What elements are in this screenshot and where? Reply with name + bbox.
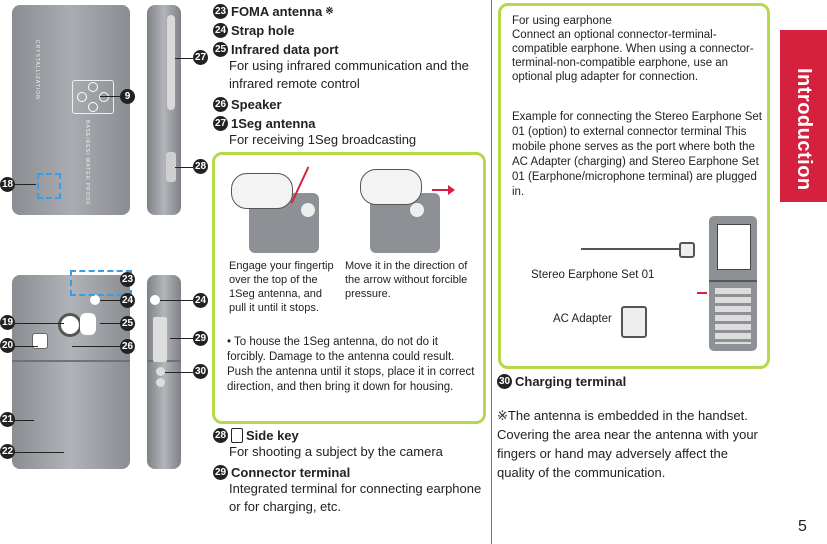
connector-arrow-icon (697, 292, 707, 294)
connection-example-paragraph: Example for connecting the Stereo Earpho… (512, 111, 762, 198)
earphone-box: For using earphone Connect an optional c… (498, 3, 770, 369)
callout-30: 30 (193, 364, 208, 379)
earphone-cable-illustration (581, 238, 691, 250)
callout-26: 26 (120, 339, 135, 354)
connector-terminal-description: Integrated terminal for connecting earph… (229, 481, 482, 514)
caption-move: Move it in the direction of the arrow wi… (345, 260, 468, 300)
callout-20: 20 (0, 338, 15, 353)
leader-line-9 (100, 96, 120, 97)
leader-line-22 (14, 452, 64, 453)
leader-line-19 (14, 323, 64, 324)
leader-line-26 (72, 346, 120, 347)
infrared-port-icon (80, 313, 96, 335)
callout-27: 27 (193, 50, 208, 65)
column-divider (491, 0, 492, 544)
leader-line-20 (14, 346, 38, 347)
callout-21: 21 (0, 412, 15, 427)
side-tab-label: Introduction (793, 68, 815, 191)
ac-adapter-icon (621, 306, 647, 338)
callout-24: 24 (120, 293, 135, 308)
stereo-earphone-label: Stereo Earphone Set 01 (531, 269, 655, 281)
1seg-antenna-description: For receiving 1Seg broadcasting (229, 132, 417, 147)
callout-24b: 24 (193, 293, 208, 308)
caption-pull: Engage your fingertip over the top of th… (229, 260, 334, 314)
callout-19: 19 (0, 315, 15, 330)
phone-back-top-illustration: CRYSTALLIZATION BASE/RESI WATER PROOF (12, 5, 130, 215)
page-number: 5 (798, 518, 807, 535)
antenna-footnote: ※The antenna is embedded in the handset.… (497, 408, 758, 480)
items-bottom-list: 28 Side key For shooting a subject by th… (213, 428, 489, 516)
callout-9: 9 (120, 89, 135, 104)
hand-pull-illustration (229, 163, 333, 255)
side-tab: Introduction (780, 30, 827, 202)
earphone-plug-icon (679, 242, 695, 258)
leader-line-18 (14, 184, 36, 185)
item-side-key: 28 Side key (213, 428, 299, 443)
infrared-port-description: For using infrared communication and the… (229, 58, 469, 91)
antenna-area-outline (37, 173, 61, 199)
leader-line-30 (165, 372, 193, 373)
phone-back-bottom-illustration (12, 270, 132, 469)
camera-lens-icon (58, 313, 82, 337)
phone-back-engraving-2: BASE/RESI WATER PROOF (84, 120, 90, 206)
callout-23: 23 (120, 272, 135, 287)
dpad-icon (72, 80, 114, 114)
earphone-paragraph: Connect an optional connector-terminal-c… (512, 29, 754, 83)
callout-28: 28 (193, 159, 208, 174)
antenna-instruction-box: Engage your fingertip over the top of th… (212, 152, 486, 424)
callout-25: 25 (120, 316, 135, 331)
phone-side-bottom-illustration (147, 275, 181, 469)
earphone-heading: For using earphone (512, 15, 612, 27)
phone-open-illustration (709, 216, 757, 351)
leader-line-24 (100, 300, 120, 301)
antenna-housing-note: • To house the 1Seg antenna, do not do i… (227, 336, 475, 393)
callout-22: 22 (0, 444, 15, 459)
phone-side-top-illustration (147, 5, 181, 215)
side-key-description: For shooting a subject by the camera (229, 444, 443, 459)
ac-adapter-label: AC Adapter (553, 313, 612, 325)
callout-29: 29 (193, 331, 208, 346)
leader-line-24b (160, 300, 193, 301)
flash-icon (32, 333, 48, 349)
leader-line-25 (100, 323, 120, 324)
phone-back-engraving: CRYSTALLIZATION (34, 40, 40, 100)
leader-line-29 (170, 338, 193, 339)
strap-hole-icon (90, 295, 100, 305)
leader-line-27 (175, 58, 193, 59)
callout-18: 18 (0, 177, 15, 192)
leader-line-21 (14, 420, 34, 421)
hand-rotate-illustration (360, 163, 464, 255)
camera-key-icon (231, 428, 243, 443)
leader-line-28 (175, 167, 193, 168)
